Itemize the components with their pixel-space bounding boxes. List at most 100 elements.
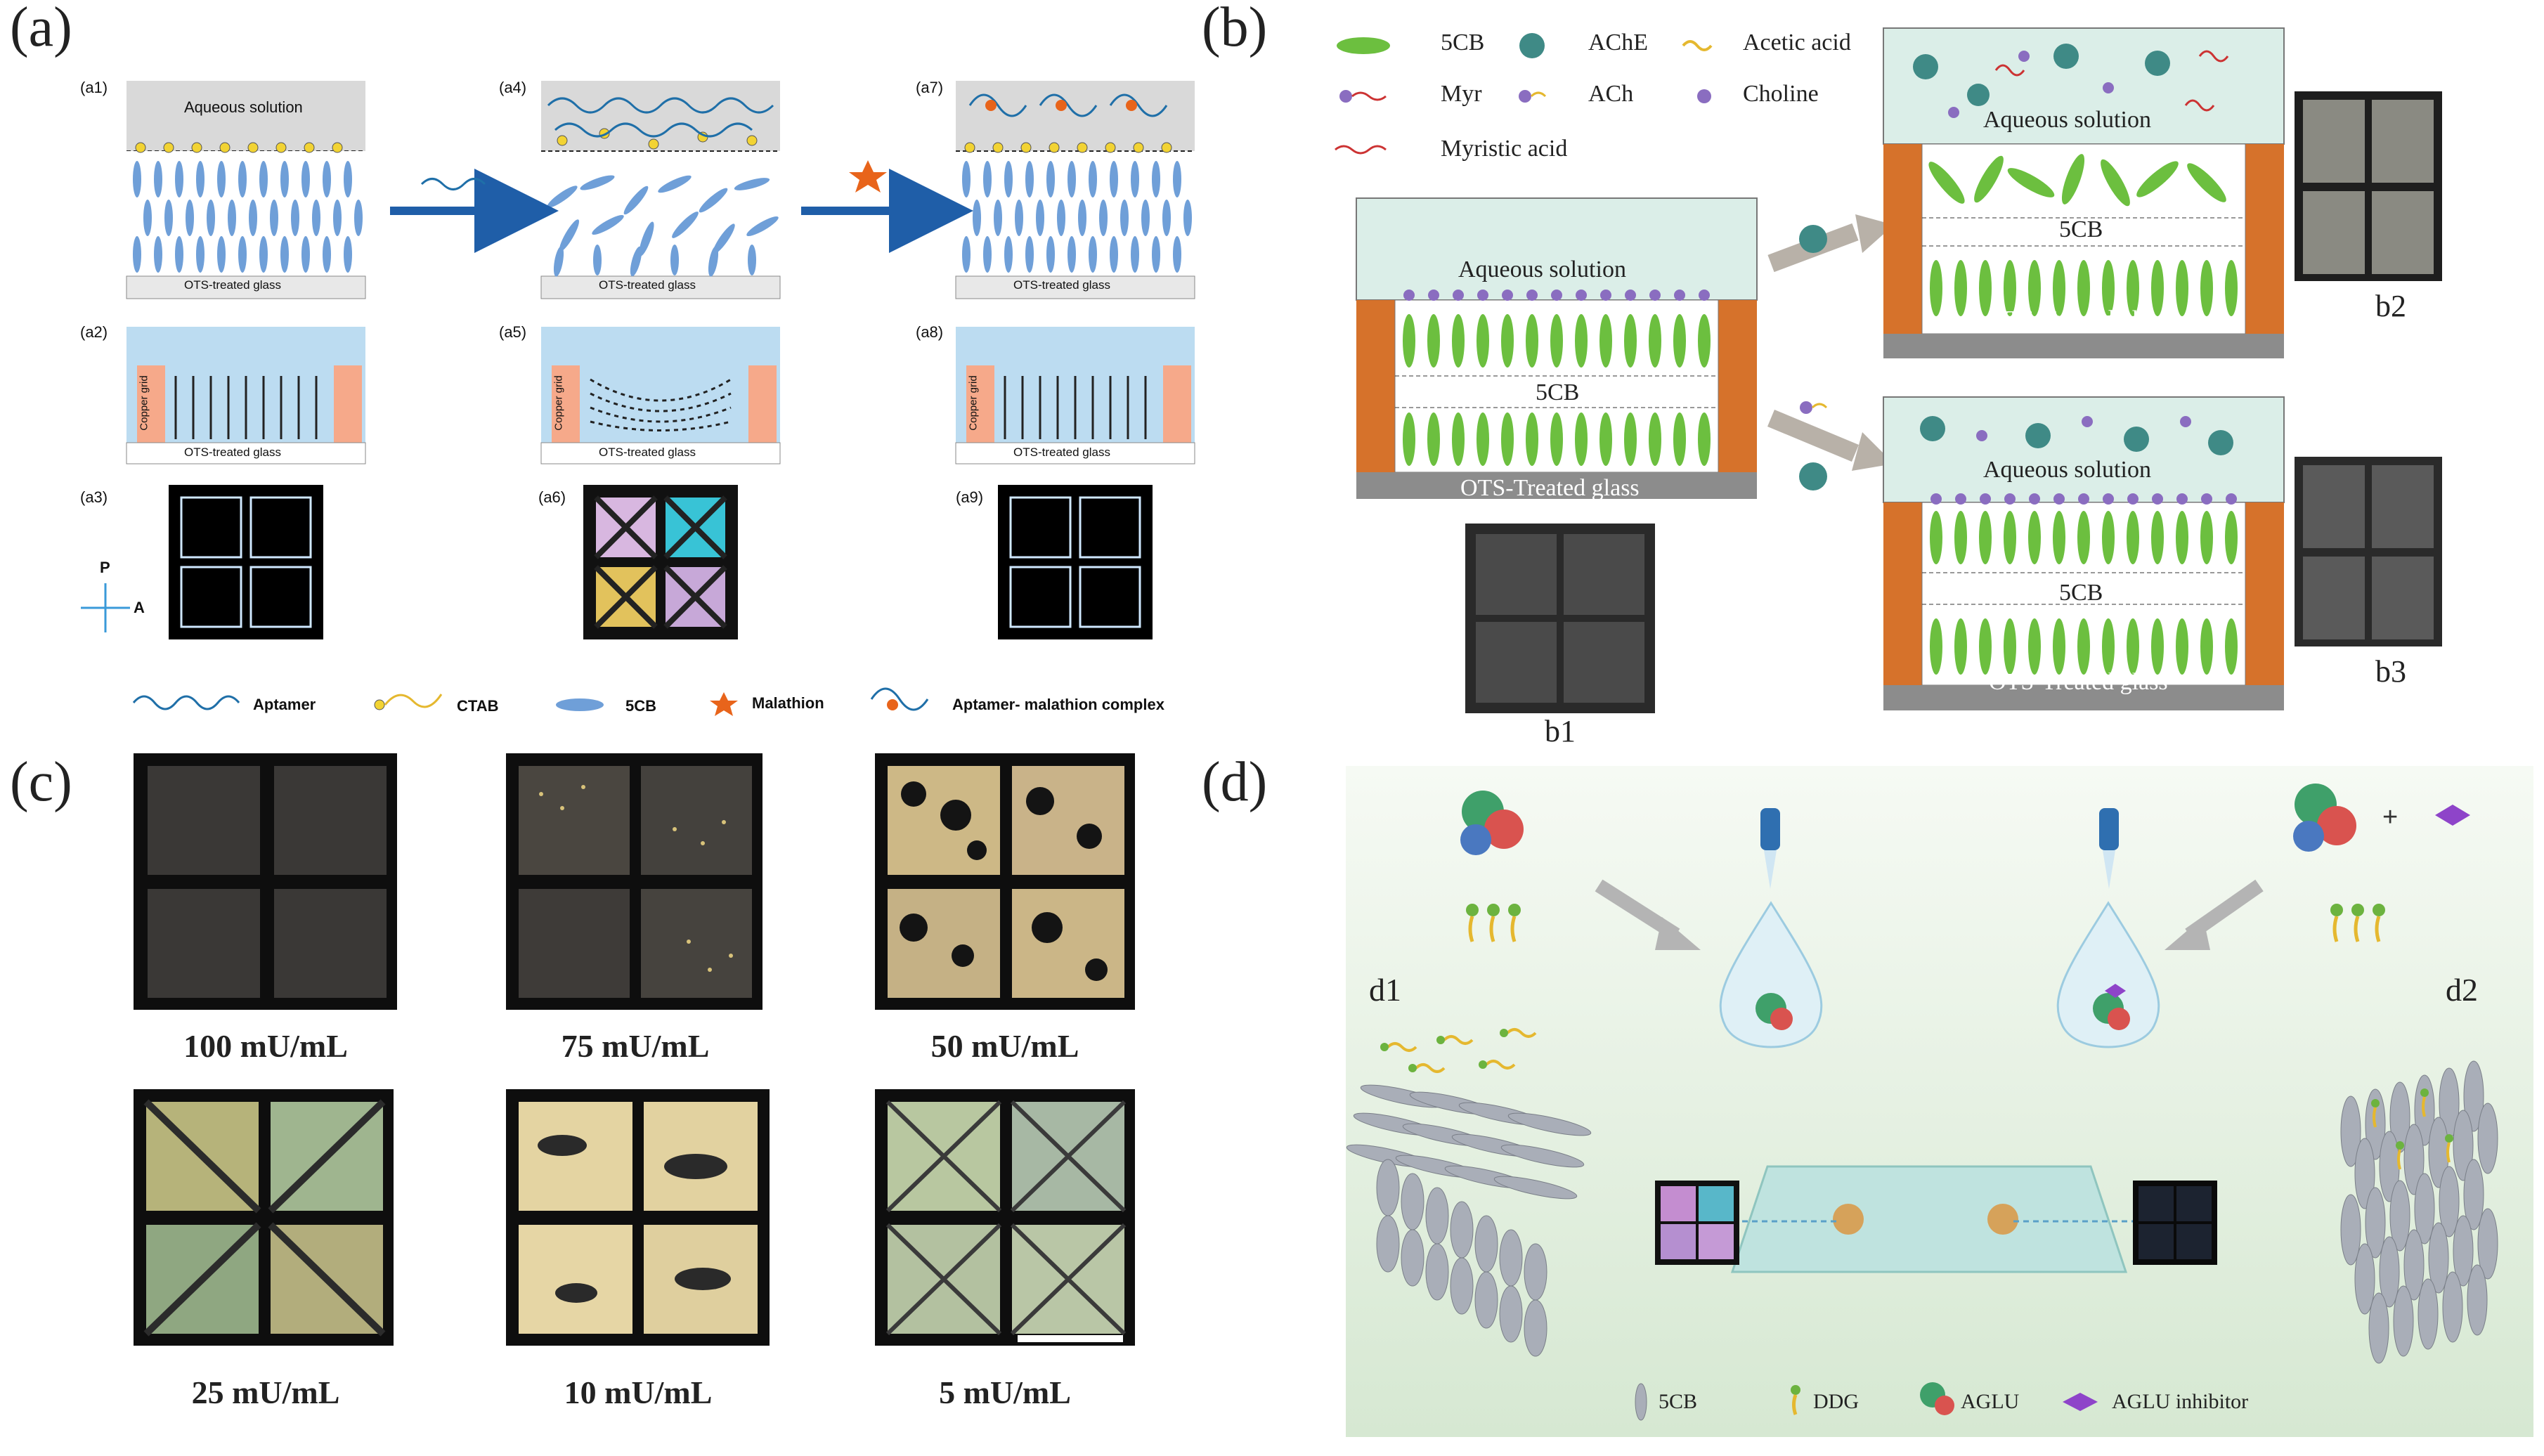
legend-b-myristic-acid: Myristic acid: [1441, 136, 1568, 162]
legend-d-5cb: 5CB: [1659, 1390, 1698, 1413]
legend-b-ache: AChE: [1588, 30, 1648, 56]
ddg-in-lc-right: [2371, 1088, 2453, 1170]
panel-d-letter: (d): [1202, 751, 1268, 813]
glass-slide: [1730, 1165, 2128, 1273]
sublabel-a3: (a3): [80, 488, 108, 506]
b3-aqueous-label: Aqueous solution: [1983, 457, 2151, 483]
legend-5cb: 5CB: [625, 697, 657, 715]
aptamer-strands-a4: [547, 97, 774, 114]
sublabel-a9: (a9): [956, 488, 984, 506]
lc-molecules-a1: [133, 161, 363, 273]
conc-100: 100 mU/mL: [183, 1028, 348, 1064]
glass-label-a1: OTS-treated glass: [184, 278, 281, 292]
d2-label: d2: [2446, 972, 2478, 1008]
panel-c-images: [134, 753, 1135, 1346]
arrow-b1-to-b3: [1767, 410, 1859, 462]
pom-d2: [2133, 1181, 2217, 1265]
conc-5: 5 mU/mL: [939, 1374, 1071, 1410]
legend-d-ddg: DDG: [1813, 1390, 1859, 1413]
pom-c-5: [875, 1089, 1135, 1346]
cell-b3: [1883, 396, 2285, 710]
pom-b2: [2295, 91, 2442, 281]
glass-label-a2: OTS-treated glass: [184, 446, 281, 459]
legend-ach-icon: [1519, 90, 1531, 103]
copper-label-a8: Copper grid: [967, 375, 980, 431]
legend-myr-icon: [1339, 90, 1352, 103]
b1-aqueous-label: Aqueous solution: [1458, 256, 1626, 282]
sublabel-a8: (a8): [916, 323, 944, 341]
pipette-right-icon: [2099, 808, 2119, 889]
pom-b3: [2295, 457, 2442, 646]
legend-aptamer-icon: [132, 695, 240, 710]
analyzer-a-label: A: [134, 599, 145, 616]
cell-a4: [540, 81, 781, 299]
aptamer-malathion-complexes-a7: [968, 93, 1168, 117]
enzymes-b3: [1920, 416, 2233, 455]
b3-glass-label: OTS-Treated glass: [1989, 669, 2168, 695]
sublabel-a1: (a1): [80, 79, 108, 96]
legend-d-aglu-inhibitor: AGLU inhibitor: [2112, 1390, 2249, 1413]
legend-b-ach: ACh: [1588, 81, 1634, 107]
lc-molecules-a4: [547, 175, 779, 277]
aglu-protein-right: [2293, 784, 2356, 852]
glass-label-a4: OTS-treated glass: [599, 278, 696, 292]
b1-glass-label: OTS-Treated glass: [1460, 475, 1640, 501]
lc-b2: [1928, 154, 2238, 316]
b1-5cb-label: 5CB: [1536, 379, 1580, 405]
malathion-star-icon: [849, 160, 887, 193]
b3-5cb-label: 5CB: [2059, 580, 2103, 606]
lc-director-lines: [174, 376, 1147, 439]
aglu-inhibitor-icon-top: [2435, 805, 2470, 826]
copper-label-a5: Copper grid: [552, 375, 565, 431]
pom-a9: [998, 485, 1153, 639]
b1-label: b1: [1545, 714, 1576, 748]
legend-myristic-icon: [1335, 145, 1387, 155]
pom-c-10: [506, 1089, 770, 1346]
sublabel-a7: (a7): [916, 79, 944, 96]
aqueous-label-a1: Aqueous solution: [184, 98, 303, 116]
droplet-left: [1719, 901, 1823, 1048]
d1-label: d1: [1369, 972, 1401, 1008]
legend-5cb-icon-d: [1635, 1383, 1647, 1421]
copper-label-a2: Copper grid: [138, 375, 150, 431]
legend-5cb-icon-b: [1337, 37, 1390, 54]
legend-ctab: CTAB: [457, 697, 499, 715]
conc-50: 50 mU/mL: [930, 1028, 1079, 1064]
legend-b-myr: Myr: [1441, 81, 1482, 107]
pom-a3: [169, 485, 323, 639]
b2-label: b2: [2375, 289, 2406, 323]
svg-text:+: +: [2382, 802, 2398, 832]
aptamer-icon: [420, 178, 486, 190]
lc-molecules-a7: [962, 161, 1192, 273]
panel-a-letter: (a): [10, 0, 72, 58]
b2-glass-label: OTS-Treated glass: [1989, 306, 2168, 332]
pom-a6: [583, 485, 738, 639]
ache-icon-arrow1: [1799, 225, 1827, 253]
conc-25: 25 mU/mL: [191, 1374, 340, 1410]
panel-a-schematic: [81, 81, 1195, 716]
legend-acetic-acid-icon: [1682, 40, 1713, 51]
panel-d-schematic: +: [1346, 766, 2533, 1437]
glass-label-a7: OTS-treated glass: [1013, 278, 1110, 292]
sublabel-a2: (a2): [80, 323, 108, 341]
legend-b-5cb: 5CB: [1441, 30, 1485, 56]
pipette-left-icon: [1760, 808, 1780, 889]
legend-choline-icon: [1697, 89, 1711, 103]
grid-spot-left: [1833, 1204, 1864, 1235]
polarizer-cross-icon: [81, 583, 130, 632]
legend-ddg-icon: [1791, 1385, 1800, 1395]
droplet-right: [2056, 901, 2160, 1048]
b2-5cb-label: 5CB: [2059, 216, 2103, 242]
polarizer-p-label: P: [100, 559, 110, 576]
ach-icon-arrow2: [1800, 401, 1812, 414]
legend-d-aglu: AGLU: [1961, 1390, 2020, 1413]
legend-complex-icon: [870, 687, 929, 711]
legend-malathion: Malathion: [752, 694, 824, 712]
lc-b1: [1403, 314, 1711, 466]
ddg-molecules-left: [1466, 904, 1521, 942]
legend-malathion-icon: [710, 692, 738, 716]
ddg-molecules-right: [2330, 904, 2385, 942]
grid-spot-right: [1987, 1204, 2018, 1235]
cell-a5: [540, 327, 781, 464]
ctab-heads: [135, 128, 1172, 153]
